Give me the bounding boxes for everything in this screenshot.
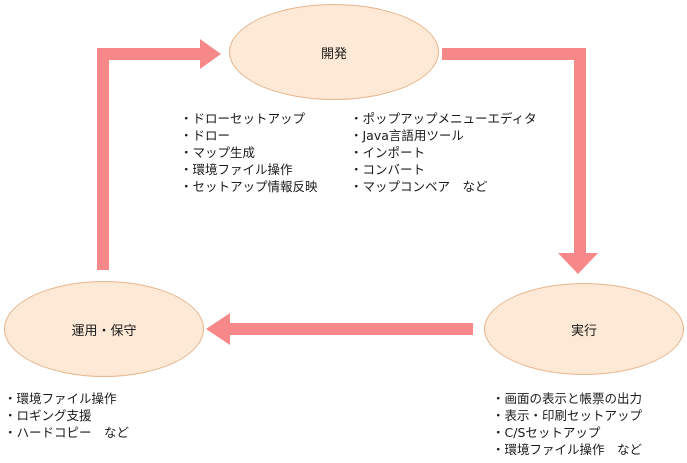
arrow-exec-to-ops	[206, 313, 473, 345]
list-item: ・インポート	[350, 145, 426, 160]
node-operation-label: 運用・保守	[71, 323, 137, 339]
list-item: ・マップコンベア など	[350, 179, 488, 194]
list-item: ・環境ファイル操作	[4, 391, 117, 406]
list-item: ・セットアップ情報反映	[180, 179, 318, 194]
operation-list: ・環境ファイル操作 ・ロギング支援 ・ハードコピー など	[4, 390, 129, 441]
list-item: ・ドロー	[180, 128, 231, 143]
list-item: ・環境ファイル操作	[180, 162, 293, 177]
arrow-dev-to-exec	[442, 48, 598, 274]
node-development-label: 開発	[320, 46, 347, 62]
list-item: ・ハードコピー など	[4, 425, 130, 440]
list-item: ・マップ生成	[180, 145, 256, 160]
list-item: ・C/Sセットアップ	[492, 425, 601, 440]
list-item: ・表示・印刷セットアップ	[492, 408, 643, 423]
node-development: 開発	[229, 4, 439, 100]
node-execution-label: 実行	[570, 323, 597, 339]
node-operation-maintenance: 運用・保守	[4, 281, 204, 377]
execution-list: ・画面の表示と帳票の出力 ・表示・印刷セットアップ ・C/Sセットアップ ・環境…	[492, 390, 642, 458]
list-item: ・ポップアップメニューエディタ	[350, 111, 537, 126]
list-item: ・Java言語用ツール	[350, 128, 464, 143]
development-list-left: ・ドローセットアップ ・ドロー ・マップ生成 ・環境ファイル操作 ・セットアップ…	[180, 110, 318, 195]
list-item: ・ロギング支援	[4, 408, 92, 423]
development-list-right: ・ポップアップメニューエディタ ・Java言語用ツール ・インポート ・コンバー…	[350, 110, 537, 195]
node-execution: 実行	[484, 283, 684, 375]
list-item: ・ドローセットアップ	[180, 111, 306, 126]
arrow-ops-to-dev	[97, 39, 221, 270]
list-item: ・画面の表示と帳票の出力	[492, 391, 643, 406]
list-item: ・コンバート	[350, 162, 426, 177]
list-item: ・環境ファイル操作 など	[492, 442, 643, 457]
